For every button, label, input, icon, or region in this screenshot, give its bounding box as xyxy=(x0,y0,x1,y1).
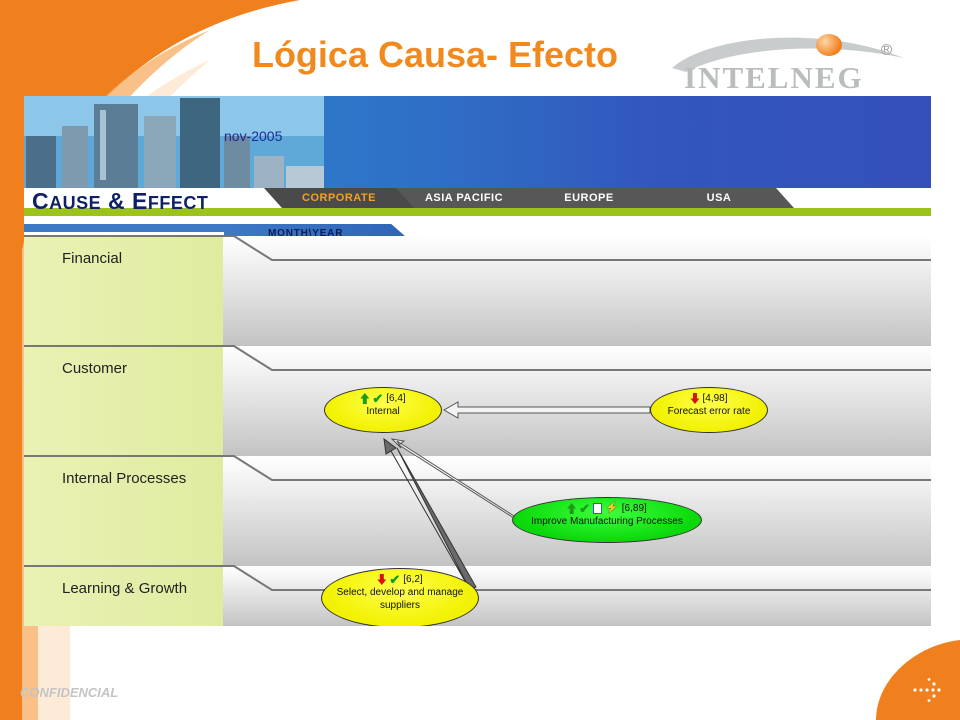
title-part-1: AUSE xyxy=(49,193,102,213)
title-part-2: FFECT xyxy=(147,193,209,213)
check-icon: ✔ xyxy=(579,501,591,516)
check-icon: ✔ xyxy=(372,391,384,406)
cause-effect-links xyxy=(24,235,931,591)
lane-label-internal-processes: Internal Processes xyxy=(62,470,187,487)
document-icon xyxy=(593,503,603,514)
lane-internal-processes: Internal Processes xyxy=(24,456,223,566)
node-forecast-value: [4,98] xyxy=(702,393,728,404)
node-improve-manufacturing[interactable]: ✔ ⚡[6,89] Improve Manufacturing Processes xyxy=(512,497,702,543)
lane-separator-3 xyxy=(24,455,931,481)
node-suppliers-label-1: Select, develop and manage xyxy=(336,587,464,598)
node-internal-label: Internal xyxy=(366,406,400,417)
title-letter-e: E xyxy=(132,188,148,214)
trend-down-icon xyxy=(690,393,700,404)
node-suppliers-label-2: suppliers xyxy=(379,600,421,611)
node-forecast-label: Forecast error rate xyxy=(667,406,751,417)
lane-separator-2 xyxy=(24,345,931,371)
title-underline xyxy=(24,208,931,216)
title-ampersand: & xyxy=(101,188,133,214)
tab-asia-pacific[interactable]: ASIA PACIFIC xyxy=(389,188,539,208)
lane-customer: Customer xyxy=(24,346,223,456)
tab-corporate[interactable]: CORPORATE xyxy=(264,188,414,208)
lane-learning-growth: Learning & Growth xyxy=(24,566,223,626)
lane-label-customer: Customer xyxy=(62,360,128,377)
alert-bolt-icon: ⚡ xyxy=(605,502,619,514)
lane-label-learning-growth: Learning & Growth xyxy=(62,580,188,597)
app-title: CAUSE & EFFECT xyxy=(32,188,208,215)
link-manufacturing-to-internal xyxy=(390,438,518,521)
logo-swoosh-icon xyxy=(672,37,904,72)
intelneg-logo: R INTELNEG xyxy=(668,28,908,96)
city-skyline-image xyxy=(24,96,324,188)
confidential-label: CONFIDENCIAL xyxy=(20,685,119,700)
node-forecast-error-rate[interactable]: [4,98] Forecast error rate xyxy=(650,387,768,433)
node-internal[interactable]: ✔[6,4] Internal xyxy=(324,387,442,433)
date-label: nov-2005 xyxy=(224,128,283,144)
next-arrow-icon[interactable] xyxy=(912,678,946,702)
tab-usa[interactable]: USA xyxy=(644,188,794,208)
registered-icon: R xyxy=(881,44,892,55)
logo-ball-icon xyxy=(816,34,842,56)
node-select-suppliers[interactable]: ✔[6,2] Select, develop and manage suppli… xyxy=(321,568,479,626)
node-suppliers-value: [6,2] xyxy=(403,574,423,585)
trend-up-icon xyxy=(567,503,577,514)
lane-financial: Financial xyxy=(24,236,223,346)
lane-label-financial: Financial xyxy=(62,250,123,267)
logo-text: INTELNEG xyxy=(684,60,864,95)
node-manufacturing-value: [6,89] xyxy=(621,503,647,514)
link-forecast-to-internal xyxy=(442,401,651,419)
period-bar xyxy=(24,224,224,232)
node-manufacturing-label: Improve Manufacturing Processes xyxy=(531,516,683,527)
slide-title: Lógica Causa- Efecto xyxy=(251,34,619,75)
header-banner: nov-2005 xyxy=(24,96,931,188)
lane-separator-4 xyxy=(24,565,931,591)
lane-body-financial xyxy=(223,236,931,346)
node-internal-value: [6,4] xyxy=(386,393,406,404)
title-letter-c: C xyxy=(32,188,50,214)
tab-europe[interactable]: EUROPE xyxy=(514,188,664,208)
check-icon: ✔ xyxy=(389,572,401,587)
cause-effect-app: nov-2005 CAUSE & EFFECT USA EUROPE ASIA … xyxy=(24,96,931,626)
link-suppliers-to-internal xyxy=(383,437,477,591)
trend-up-icon xyxy=(360,393,370,404)
lane-separator-1 xyxy=(24,235,931,261)
trend-down-icon xyxy=(377,574,387,585)
